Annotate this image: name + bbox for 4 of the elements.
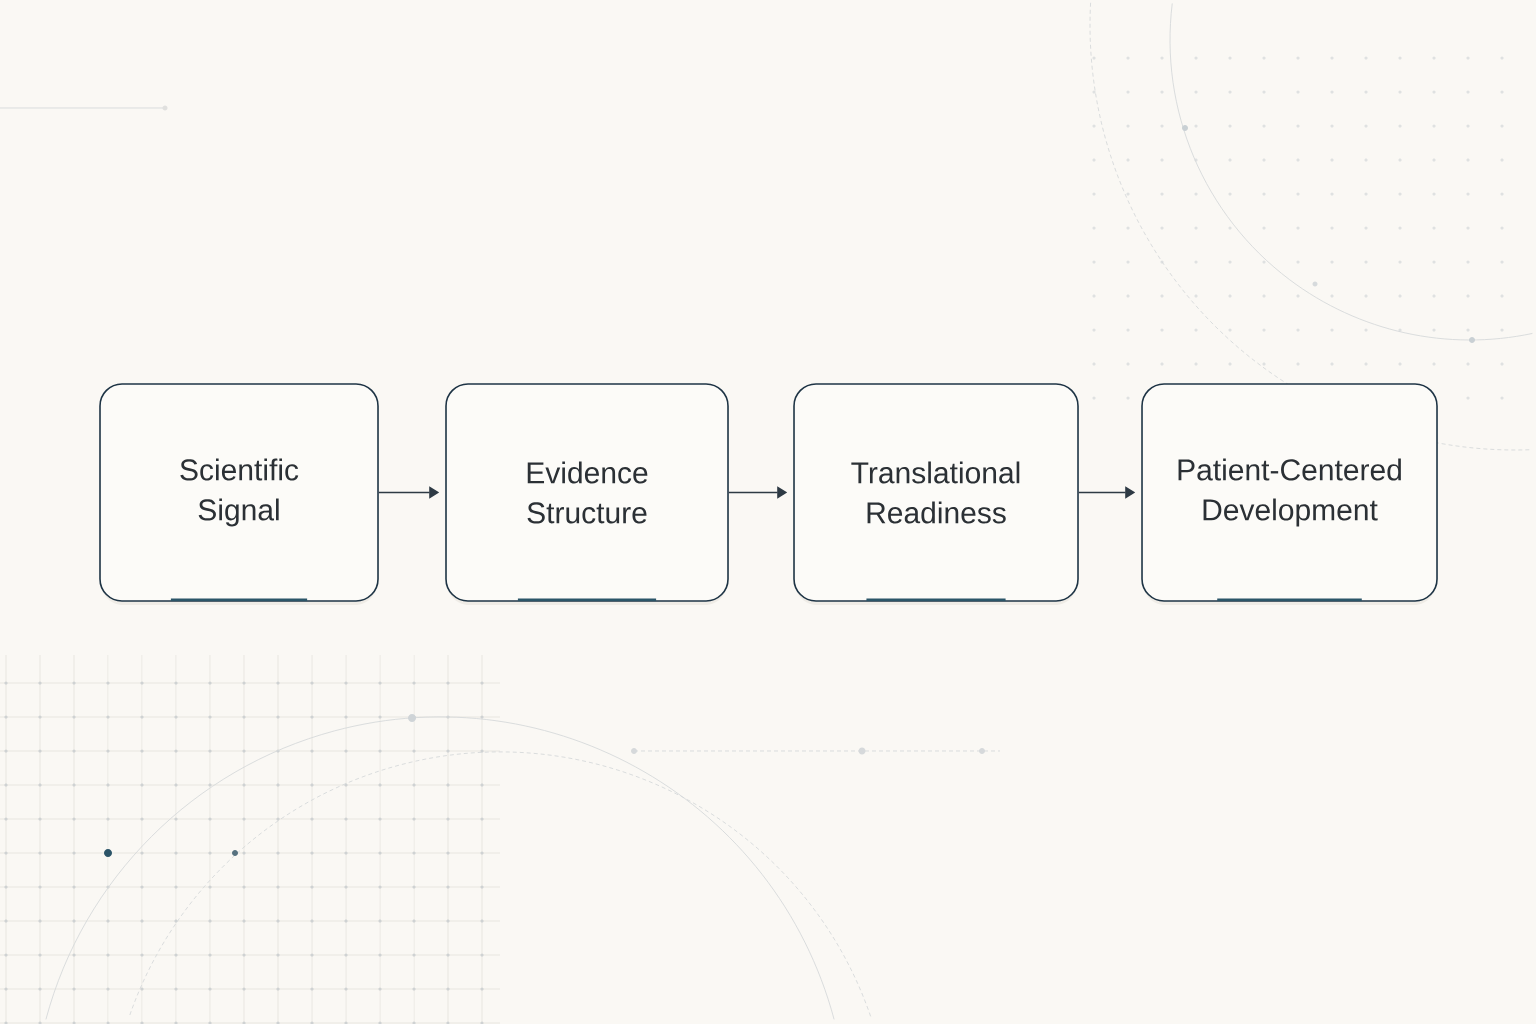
process-box: Patient-Centered Development xyxy=(1141,383,1438,605)
process-box: Evidence Structure xyxy=(445,383,729,605)
process-box: Scientific Signal xyxy=(99,383,379,605)
process-box: Translational Readiness xyxy=(793,383,1079,605)
